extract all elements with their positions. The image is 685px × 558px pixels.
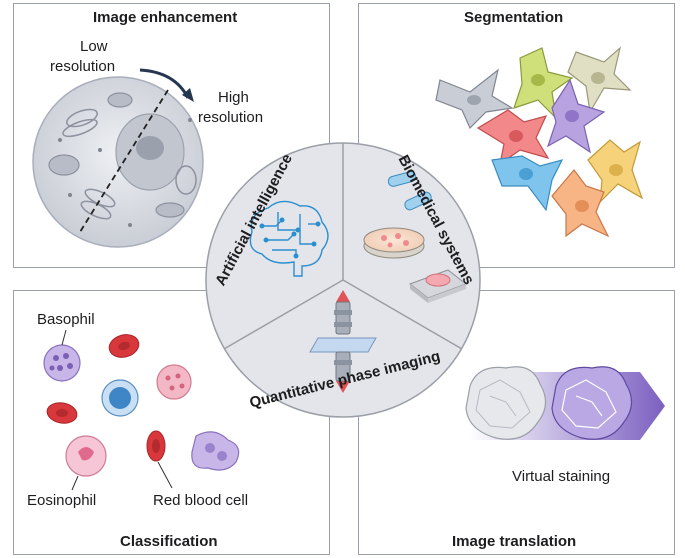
title-image-translation: Image translation	[452, 533, 577, 550]
segmentation-cells	[435, 46, 644, 238]
label-low-line1: Low	[80, 38, 108, 55]
label-low-line2: resolution	[50, 58, 116, 75]
title-classification: Classification	[120, 533, 218, 550]
title-image-enhancement: Image enhancement	[93, 9, 238, 26]
label-basophil: Basophil	[37, 311, 95, 328]
bacteria-icon	[387, 171, 432, 211]
center-circle	[205, 142, 481, 418]
petri-dish-icon	[363, 227, 425, 259]
label-high-line2: resolution	[198, 109, 264, 126]
brain-circuit-icon	[249, 200, 329, 277]
label-high-line1: High	[218, 89, 249, 106]
label-eosinophil: Eosinophil	[27, 492, 97, 509]
classification-cells	[43, 329, 240, 491]
enhancement-cell	[32, 68, 204, 248]
virtual-staining-graphic	[465, 366, 665, 440]
tissue-slide-icon	[408, 269, 468, 303]
microscope-icon	[309, 290, 377, 393]
label-red-blood-cell: Red blood cell	[153, 492, 249, 509]
title-segmentation: Segmentation	[464, 9, 564, 26]
label-virtual-staining: Virtual staining	[512, 468, 611, 485]
